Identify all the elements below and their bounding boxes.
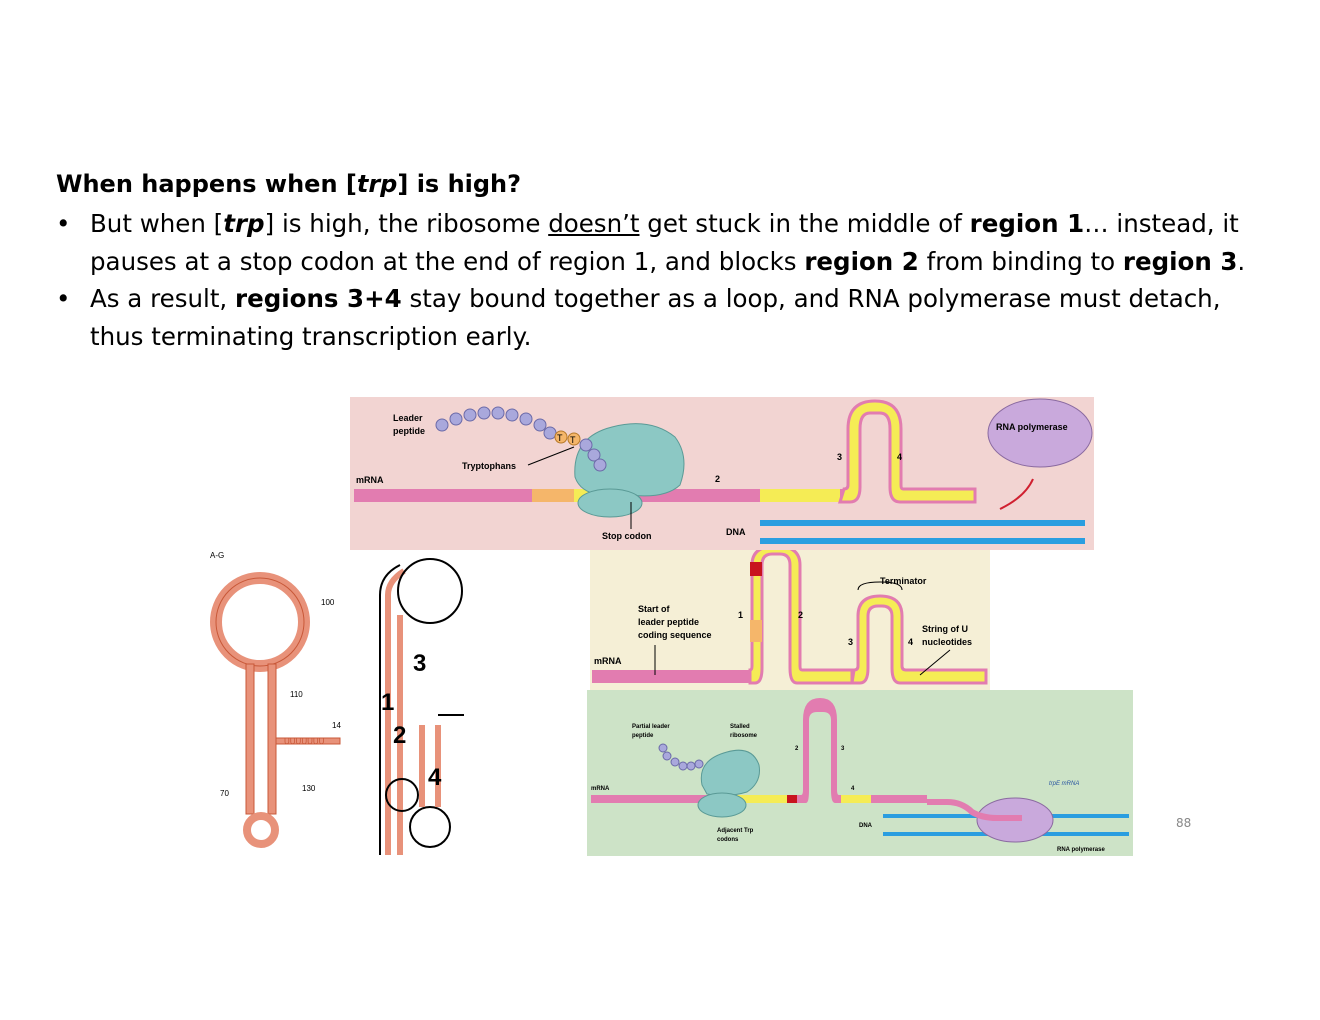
stalled-ribosome-label: Stalled: [730, 724, 750, 730]
page-number: 88: [1176, 816, 1192, 830]
region-3-label: 3: [413, 650, 426, 677]
figure-region-pairing-diagram: 1 2 3 4: [379, 558, 464, 855]
trpe-mrna-label: trpE mRNA: [1049, 781, 1079, 787]
region-2-label: 2: [798, 610, 803, 620]
adjacent-trp-label: Adjacent Trp: [717, 828, 754, 834]
region-1-label: 1: [738, 610, 743, 620]
region-3-label: 3: [837, 452, 842, 462]
leader-peptide-label-2: peptide: [393, 426, 425, 436]
tryptophans-label: Tryptophans: [462, 461, 516, 471]
nt-100-label: 100: [321, 598, 335, 607]
region-4-label: 4: [428, 764, 442, 791]
start-leader-label-2: leader peptide: [638, 617, 699, 627]
region-3-label: 3: [841, 746, 845, 752]
start-leader-label-3: coding sequence: [638, 630, 712, 640]
region-4-label: 4: [851, 786, 855, 792]
string-u-label-2: nucleotides: [922, 637, 972, 647]
stalled-ribosome-label-2: ribosome: [730, 733, 758, 739]
partial-leader-label-2: peptide: [632, 733, 654, 739]
bullet-item-2: •As a result, regions 3+4 stay bound tog…: [56, 280, 1256, 355]
dna-label: DNA: [726, 527, 746, 537]
mrna-label: mRNA: [356, 475, 384, 485]
rna-polymerase-label: RNA polymerase: [1057, 847, 1105, 853]
u-string-label: UUUUUUU: [284, 737, 325, 746]
region-2-label: 2: [393, 722, 406, 749]
region-4-label: 4: [897, 452, 902, 462]
leader-peptide-label: Leader: [393, 413, 423, 423]
nt-14-label: 14: [332, 721, 341, 730]
trp-label: T: [570, 435, 576, 445]
bullet-marker: •: [56, 284, 71, 313]
region-2-label: 2: [795, 746, 799, 752]
figure-stalled-ribosome: Partial leader peptide Stalled ribosome …: [587, 690, 1133, 856]
region-4-label: 4: [908, 637, 913, 647]
nt-130-label: 130: [302, 784, 316, 793]
figure-terminator-hairpin: Start of leader peptide coding sequence …: [590, 550, 990, 690]
terminator-label: Terminator: [880, 576, 927, 586]
bullet-list: •But when [trp] is high, the ribosome do…: [56, 205, 1256, 355]
adjacent-trp-label-2: codons: [717, 837, 739, 843]
nt-70-label: 70: [220, 789, 229, 798]
region-3-label: 3: [848, 637, 853, 647]
start-leader-label: Start of: [638, 604, 671, 614]
region-2-label: 2: [715, 474, 720, 484]
string-u-label: String of U: [922, 624, 968, 634]
slide-title: When happens when [trp] is high?: [56, 170, 522, 198]
bullet-item-1: •But when [trp] is high, the ribosome do…: [56, 205, 1256, 280]
figure-rna-secondary-structure: 100 110 14 70 130 UUUUUUU A-G: [210, 551, 341, 848]
dna-label: DNA: [859, 823, 873, 829]
mrna-label: mRNA: [591, 786, 610, 792]
rna-polymerase-label: RNA polymerase: [996, 422, 1068, 432]
bullet-marker: •: [56, 209, 71, 238]
top-pair-label: A-G: [210, 551, 224, 560]
nt-110-label: 110: [290, 690, 303, 699]
mrna-label: mRNA: [594, 656, 622, 666]
stop-codon-label: Stop codon: [602, 531, 652, 541]
region-1-label: 1: [381, 689, 394, 716]
figure-ribosome-at-stop-codon: T T Leader peptide Tryptophans mRNA Stop…: [350, 397, 1094, 550]
trp-label: T: [557, 433, 563, 443]
partial-leader-label: Partial leader: [632, 724, 670, 730]
